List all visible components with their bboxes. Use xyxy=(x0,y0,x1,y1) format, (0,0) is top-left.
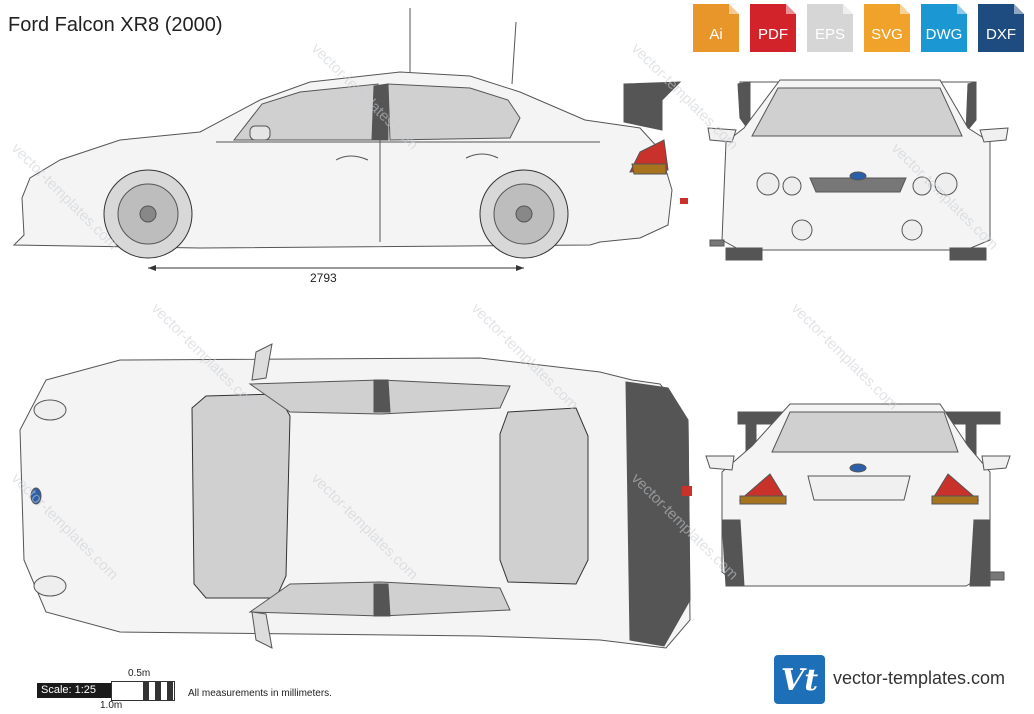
wheelbase-dimension: 2793 xyxy=(310,271,337,285)
ruler-segment xyxy=(143,682,149,700)
format-eps-label: EPS xyxy=(814,26,845,43)
file-icon xyxy=(921,4,967,52)
file-icon xyxy=(693,4,739,52)
page-title: Ford Falcon XR8 (2000) xyxy=(8,14,223,36)
format-dxf-button[interactable]: DXF xyxy=(978,4,1024,52)
site-link[interactable]: vector-templates.com xyxy=(833,668,1006,688)
format-ai-button[interactable]: Ai xyxy=(693,4,739,52)
format-dwg-button[interactable]: DWG xyxy=(921,4,967,52)
format-ai-label: Ai xyxy=(709,26,723,43)
file-icon xyxy=(978,4,1024,52)
rear-view xyxy=(705,403,1011,587)
scale-label: Scale: 1:25 xyxy=(41,684,97,696)
format-svg-label: SVG xyxy=(871,26,903,43)
format-buttons: Ai PDF EPS SVG DWG DXF xyxy=(693,4,1024,52)
ruler-segment xyxy=(167,682,173,700)
ruler-segment xyxy=(155,682,161,700)
ruler-full-label: 1.0m xyxy=(100,700,123,711)
file-icon xyxy=(750,4,796,52)
side-view xyxy=(12,8,688,271)
file-icon xyxy=(864,4,910,52)
format-pdf-label: PDF xyxy=(758,26,788,43)
file-icon xyxy=(807,4,853,52)
ruler-half-label: 0.5m xyxy=(128,668,151,679)
format-eps-button[interactable]: EPS xyxy=(807,4,853,52)
format-dwg-label: DWG xyxy=(925,26,963,43)
format-svg-button[interactable]: SVG xyxy=(864,4,910,52)
format-pdf-button[interactable]: PDF xyxy=(750,4,796,52)
brand-logo[interactable]: Vt xyxy=(774,655,825,704)
scale-indicator: Scale: 1:25 xyxy=(37,683,111,698)
format-dxf-label: DXF xyxy=(986,26,1016,43)
top-view xyxy=(19,343,692,649)
measurement-note: All measurements in millimeters. xyxy=(188,688,332,699)
logo-mark: Vt xyxy=(780,663,819,698)
front-view xyxy=(707,79,1009,261)
scale-ruler xyxy=(111,681,175,701)
